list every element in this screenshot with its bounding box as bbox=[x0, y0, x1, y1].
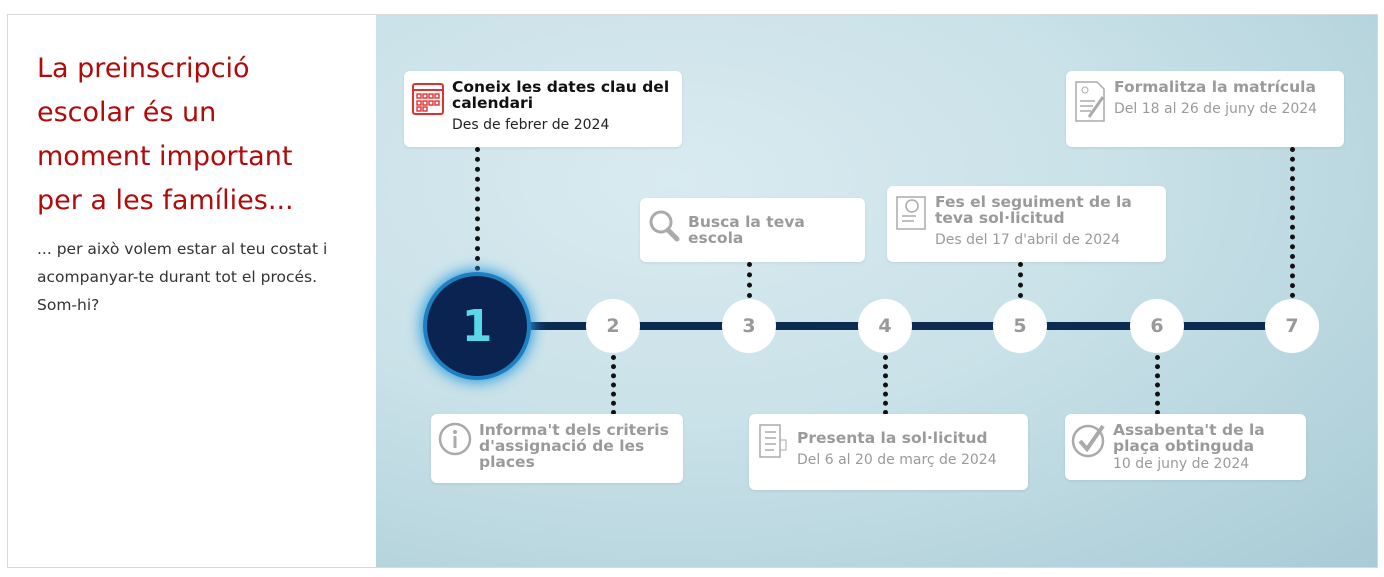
connector-6 bbox=[1155, 355, 1160, 415]
step-node-3[interactable]: 3 bbox=[722, 299, 776, 353]
info-icon bbox=[437, 422, 473, 466]
step-node-7[interactable]: 7 bbox=[1265, 299, 1319, 353]
step-date: Des del 17 d'abril de 2024 bbox=[935, 232, 1121, 248]
step-title: Formalitza la matrícula bbox=[1114, 78, 1316, 96]
connector-1 bbox=[475, 147, 480, 271]
calendar-icon bbox=[410, 79, 446, 123]
step-title: Assabenta't de la plaça obtinguda bbox=[1113, 421, 1265, 455]
step-node-6[interactable]: 6 bbox=[1130, 299, 1184, 353]
step-title: Coneix les dates clau del calendari bbox=[452, 78, 670, 112]
step-date: Des de febrer de 2024 bbox=[452, 117, 610, 133]
step-node-5[interactable]: 5 bbox=[993, 299, 1047, 353]
step-date: Del 6 al 20 de març de 2024 bbox=[797, 452, 997, 468]
intro-panel: La preinscripció escolar és un moment im… bbox=[8, 15, 375, 567]
enrollment-icon bbox=[1072, 79, 1108, 123]
connector-4 bbox=[883, 355, 888, 415]
content-frame bbox=[7, 14, 1378, 568]
step-card-2[interactable]: Informa't dels criteris d'assignació de … bbox=[431, 414, 683, 483]
connector-5 bbox=[1018, 262, 1023, 298]
connector-3 bbox=[747, 262, 752, 298]
step-date: Del 18 al 26 de juny de 2024 bbox=[1114, 101, 1318, 117]
step-title: Fes el seguiment de la teva sol·licitud bbox=[935, 193, 1132, 227]
search-icon bbox=[646, 206, 682, 250]
step-title: Busca la teva escola bbox=[688, 213, 805, 247]
step-title: Informa't dels criteris d'assignació de … bbox=[479, 421, 669, 471]
connector-2 bbox=[611, 355, 616, 415]
step-node-4[interactable]: 4 bbox=[858, 299, 912, 353]
step-node-2[interactable]: 2 bbox=[586, 299, 640, 353]
step-title: Presenta la sol·licitud bbox=[797, 429, 988, 447]
step-date: 10 de juny de 2024 bbox=[1113, 456, 1250, 472]
intro-text: ... per això volem estar al teu costat i… bbox=[37, 240, 328, 314]
tracking-icon bbox=[893, 194, 929, 238]
connector-7 bbox=[1290, 147, 1295, 298]
form-icon bbox=[755, 422, 791, 466]
timeline-panel: 1 2 3 4 5 6 7 Coneix les dates clau del … bbox=[376, 15, 1377, 567]
check-icon bbox=[1071, 422, 1107, 466]
step-card-3[interactable]: Busca la teva escola bbox=[640, 198, 865, 262]
intro-title: La preinscripció escolar és un moment im… bbox=[37, 53, 294, 216]
step-node-1[interactable]: 1 bbox=[427, 276, 527, 376]
